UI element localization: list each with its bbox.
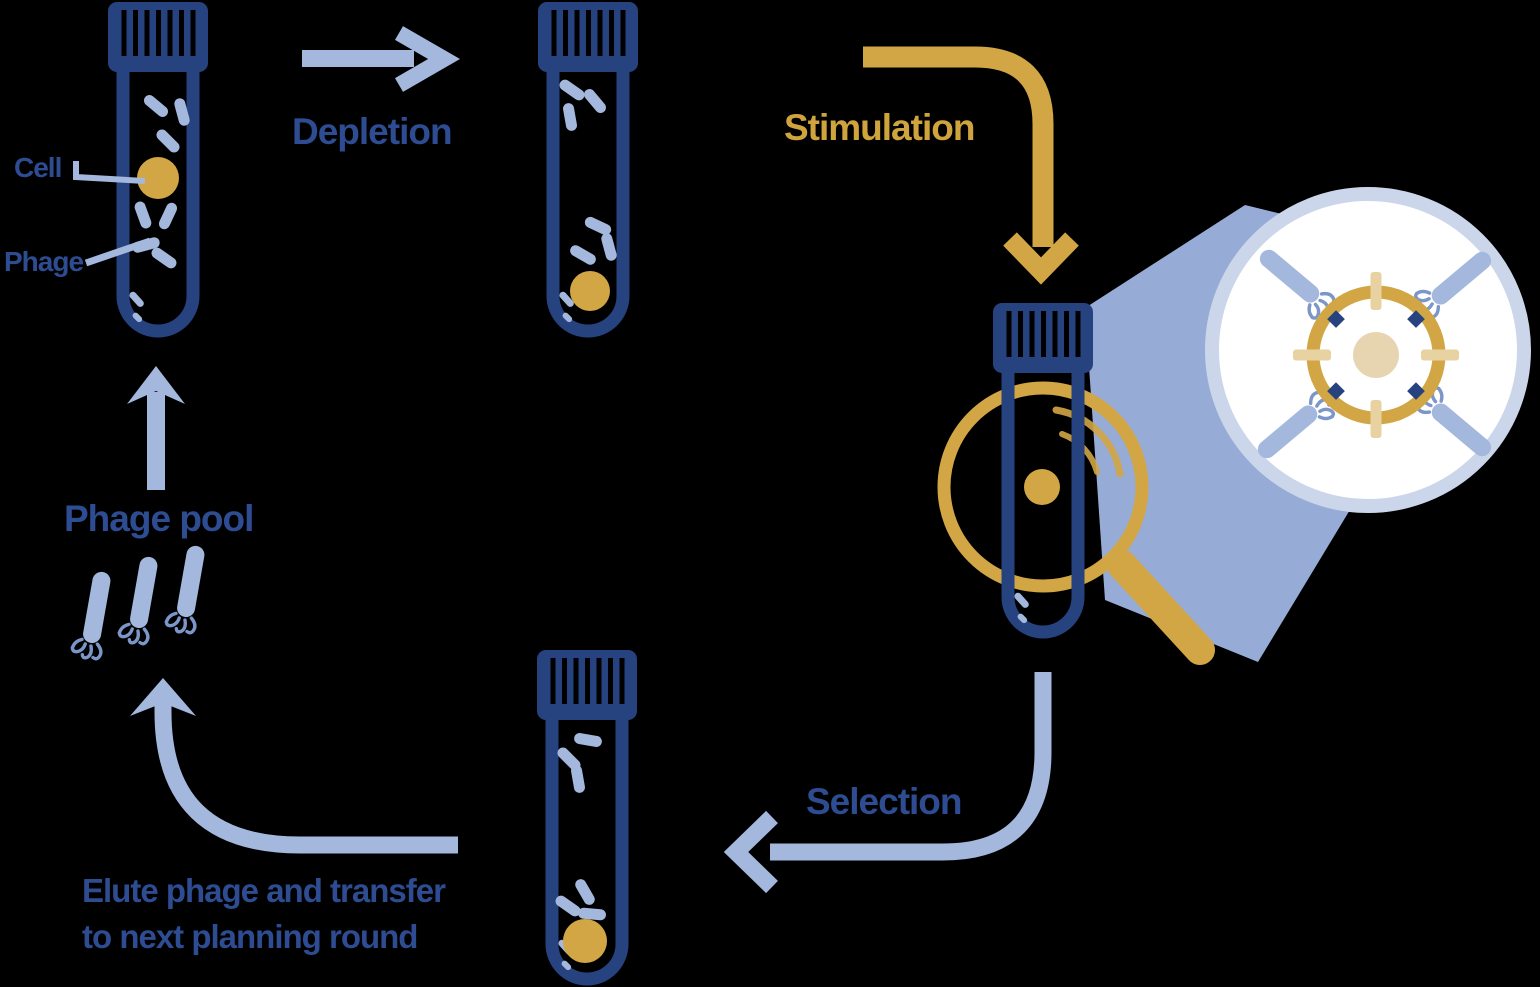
cell-icon	[1024, 469, 1060, 505]
tube-depleted	[538, 2, 638, 331]
phage-particles	[557, 77, 618, 267]
magnified-cell-view	[1205, 187, 1531, 513]
cell-icon	[137, 157, 179, 199]
phage-leader-line	[84, 237, 152, 267]
phage-pool-arrow-icon	[127, 366, 185, 490]
stimulation-label: Stimulation	[784, 107, 974, 148]
elute-label-line2: to next planning round	[82, 918, 417, 955]
phage-pool-icons	[69, 541, 211, 663]
cell-label: Cell	[14, 152, 61, 183]
cell-leader-line	[73, 161, 146, 184]
magnifier-handle	[1107, 550, 1215, 665]
tube-selected	[537, 650, 637, 979]
phage-label: Phage	[4, 246, 83, 277]
selection-arrow-icon	[723, 672, 1052, 894]
cell-nucleus	[1353, 332, 1399, 378]
selection-label: Selection	[806, 781, 962, 822]
membrane-spokes	[1293, 272, 1459, 438]
stimulation-arrow-icon	[863, 46, 1079, 285]
phage-pool-label: Phage pool	[64, 498, 253, 539]
depletion-label: Depletion	[292, 111, 452, 152]
tube-start	[108, 2, 208, 331]
depletion-arrow-icon	[302, 26, 460, 92]
phage-particles	[553, 732, 607, 921]
elute-label-line1: Elute phage and transfer	[82, 872, 446, 909]
cell-icon	[563, 919, 607, 963]
tube-stimulation	[993, 303, 1093, 632]
cell-icon	[570, 271, 610, 311]
elute-arrow-icon	[130, 678, 458, 854]
